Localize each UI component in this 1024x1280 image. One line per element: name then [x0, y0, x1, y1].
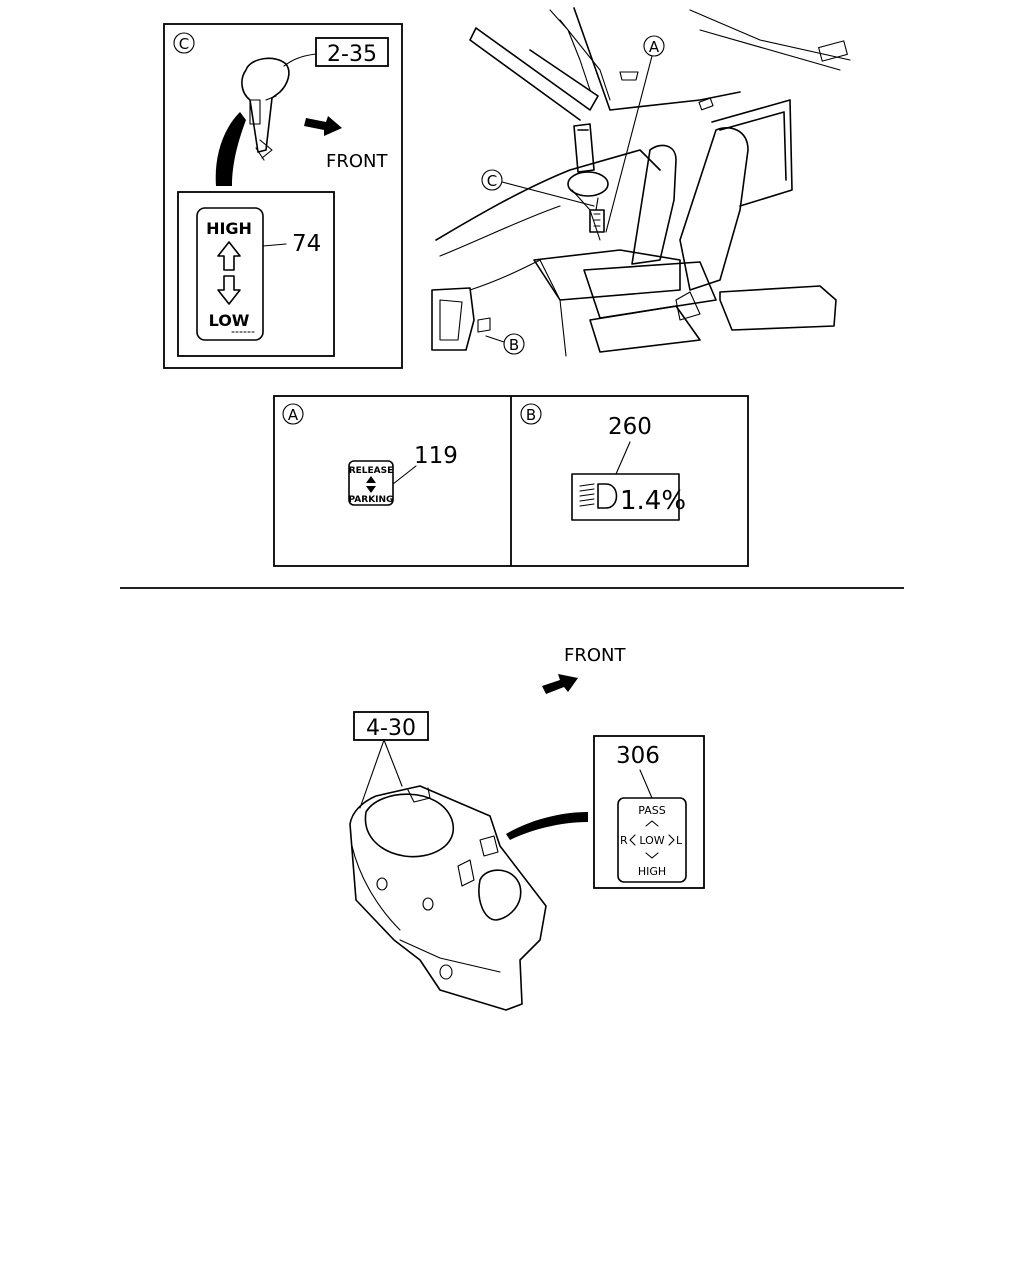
detail-b-marker: B [526, 406, 536, 424]
cab-marker-b-label: B [509, 336, 519, 354]
leader-260 [615, 441, 631, 475]
lower-pointer-arrow [506, 812, 588, 840]
release-parking-plate [348, 460, 394, 506]
plate-low-text-lower: LOW [639, 834, 664, 847]
plate-parking-text: PARKING [349, 495, 394, 505]
lower-section: FRONT 4-30 306 PASS R LOW L HIG [349, 645, 705, 1011]
cab-marker-a-label: A [649, 38, 660, 56]
curved-pointer-arrow [215, 112, 246, 186]
headlamp-level-plate [571, 473, 680, 521]
caret-left-icon [629, 834, 636, 846]
beam-lines-icon [579, 483, 595, 507]
detail-a: A RELEASE PARKING 119 [282, 403, 458, 506]
shift-knob-drawing [241, 57, 290, 161]
caret-down-icon [645, 852, 659, 859]
leader-306 [639, 769, 653, 799]
plate-high-text: HIGH [206, 219, 252, 238]
rear-bunk [719, 285, 837, 331]
front-arrow-lower-icon [542, 674, 578, 694]
cab-marker-a: A [605, 35, 665, 233]
arrow-down-icon [217, 275, 241, 305]
plate-low-text: LOW [209, 311, 250, 330]
plate-r-text: R [620, 834, 628, 847]
callout-260: 260 [608, 414, 652, 440]
ref-box-4-30 [353, 711, 429, 741]
caret-up-icon [645, 820, 659, 827]
plate-74-frame [177, 191, 335, 357]
leader-119 [392, 465, 417, 485]
ref-box-2-35 [315, 37, 389, 67]
front-label-c: FRONT [326, 151, 388, 172]
headlamp-icon [597, 483, 618, 509]
callout-74: 74 [292, 231, 321, 257]
pass-low-high-plate [617, 797, 687, 883]
up-down-arrow-icon [366, 476, 376, 493]
ref-label-4-30: 4-30 [366, 716, 416, 741]
cab-marker-b: B [485, 333, 525, 355]
detail-c-marker: C [179, 35, 189, 53]
callout-119: 119 [414, 443, 458, 469]
detail-c-panel: C 2-35 FRONT HIGH LOW 74 [163, 23, 403, 369]
detail-c-marker-circle [173, 32, 195, 54]
front-arrow-icon [304, 116, 342, 136]
high-low-plate [196, 207, 264, 341]
plate-value-text: 1.4% [620, 486, 686, 516]
leader-74 [262, 243, 287, 247]
plate-l-text: L [676, 834, 683, 847]
ref-label-2-35: 2-35 [327, 42, 377, 67]
callout-306: 306 [616, 743, 660, 769]
plate-high-text-lower: HIGH [638, 865, 666, 878]
leader-4-30 [359, 739, 403, 809]
cab-marker-c: C [481, 169, 595, 207]
plate-release-text: RELEASE [349, 466, 394, 476]
plate-pass-text: PASS [638, 804, 665, 817]
cab-marker-c-label: C [487, 172, 497, 190]
cab-interior-view [431, 7, 851, 357]
detail-b: B 260 1.4% [520, 403, 686, 521]
combination-switch-housing [349, 785, 547, 1011]
detail-a-marker: A [288, 406, 299, 424]
door-pocket [431, 287, 475, 351]
front-label-lower: FRONT [564, 645, 626, 666]
arrow-up-icon [217, 241, 241, 271]
caret-right-icon [668, 834, 675, 846]
